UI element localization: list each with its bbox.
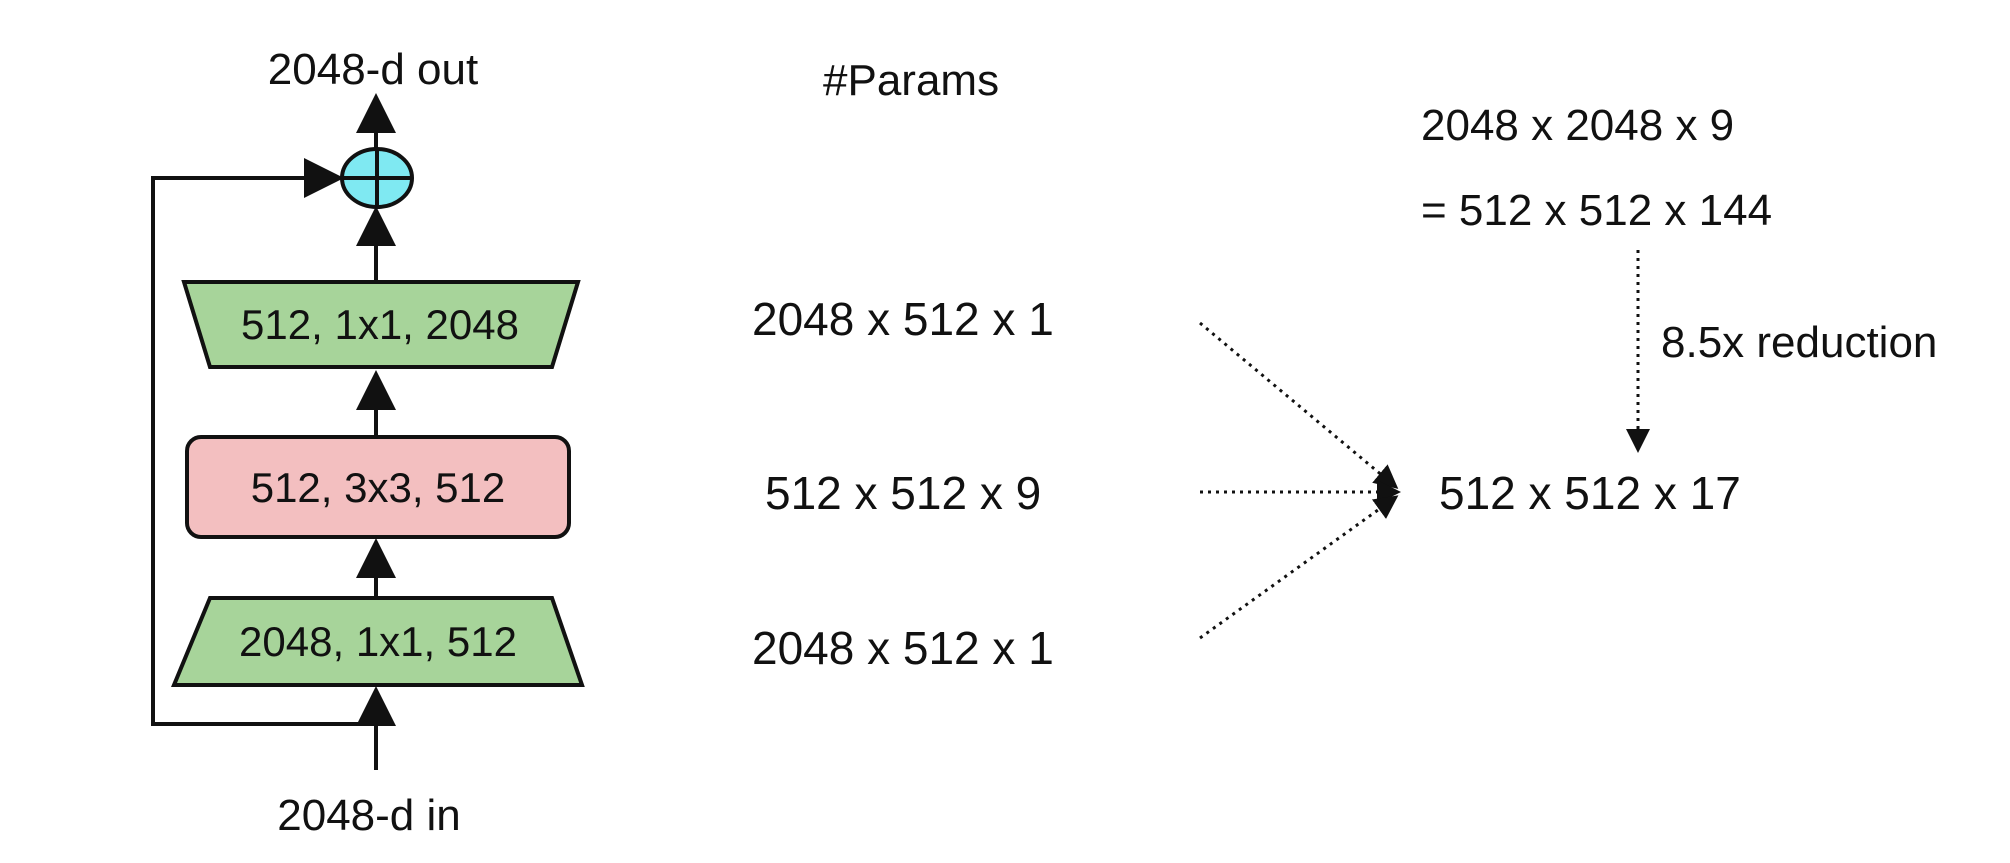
reduction-label: 8.5x reduction [1661,318,1937,367]
params-top-row: 2048 x 512 x 1 [752,293,1054,345]
conv-1x1-reduce-label: 2048, 1x1, 512 [239,618,517,665]
conv-1x1-expand-label: 512, 1x1, 2048 [241,301,519,348]
conv-1x1-expand-layer: 512, 1x1, 2048 [181,280,581,369]
conv-3x3-layer: 512, 3x3, 512 [185,435,571,539]
circled-plus-icon [340,147,414,209]
top-row-dotted-arrow [1199,321,1399,489]
params-bottom-row: 2048 x 512 x 1 [752,622,1054,674]
bottom-row-dotted-arrow [1199,495,1399,640]
plain-formula: 2048 x 2048 x 9 [1421,101,1734,150]
conv-1x1-reduce-layer: 2048, 1x1, 512 [171,596,585,687]
params-heading: #Params [823,56,999,105]
plain-equivalent: = 512 x 512 x 144 [1421,186,1772,235]
skip-connection [151,158,376,726]
bottleneck-total: 512 x 512 x 17 [1439,467,1741,519]
input-label: 2048-d in [277,791,460,840]
output-label: 2048-d out [268,45,478,94]
params-middle-row: 512 x 512 x 9 [765,467,1041,519]
conv-3x3-label: 512, 3x3, 512 [251,464,506,511]
